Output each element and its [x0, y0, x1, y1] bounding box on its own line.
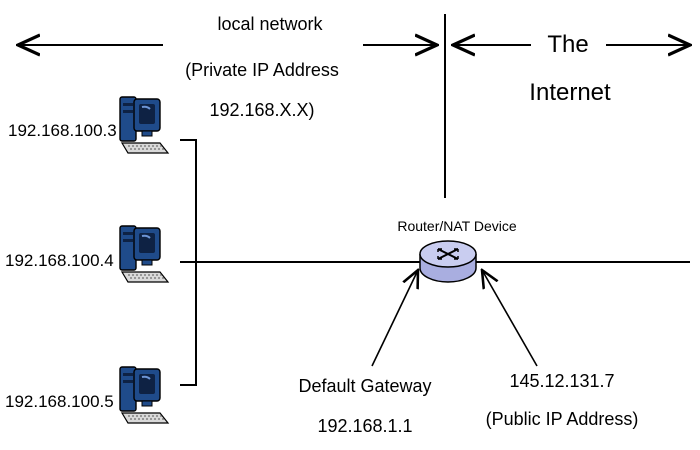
computer-1-ip: 192.168.100.3 [8, 121, 117, 140]
computer-3-icon [119, 366, 169, 424]
gateway-pointer-arrow [371, 270, 418, 367]
internet-label-line2: Internet [529, 79, 611, 106]
computer-1-icon [119, 96, 169, 154]
computer-2-icon [119, 225, 169, 283]
local-network-range: 192.168.X.X) [209, 100, 314, 120]
public-ip-label: (Public IP Address) [486, 409, 639, 429]
local-network-subtitle: (Private IP Address [185, 60, 339, 80]
local-network-title: local network [217, 14, 323, 34]
computer-3-ip: 192.168.100.5 [5, 392, 114, 411]
public-ip-address: 145.12.131.7 [509, 371, 614, 391]
router-icon [419, 240, 477, 283]
router-label: Router/NAT Device [397, 218, 517, 234]
internet-label-line1: The [547, 31, 588, 58]
gateway-ip: 192.168.1.1 [317, 416, 412, 436]
gateway-label: Default Gateway [298, 376, 431, 396]
public-ip-pointer-arrow [482, 270, 538, 367]
computer-2-ip: 192.168.100.4 [5, 251, 114, 270]
